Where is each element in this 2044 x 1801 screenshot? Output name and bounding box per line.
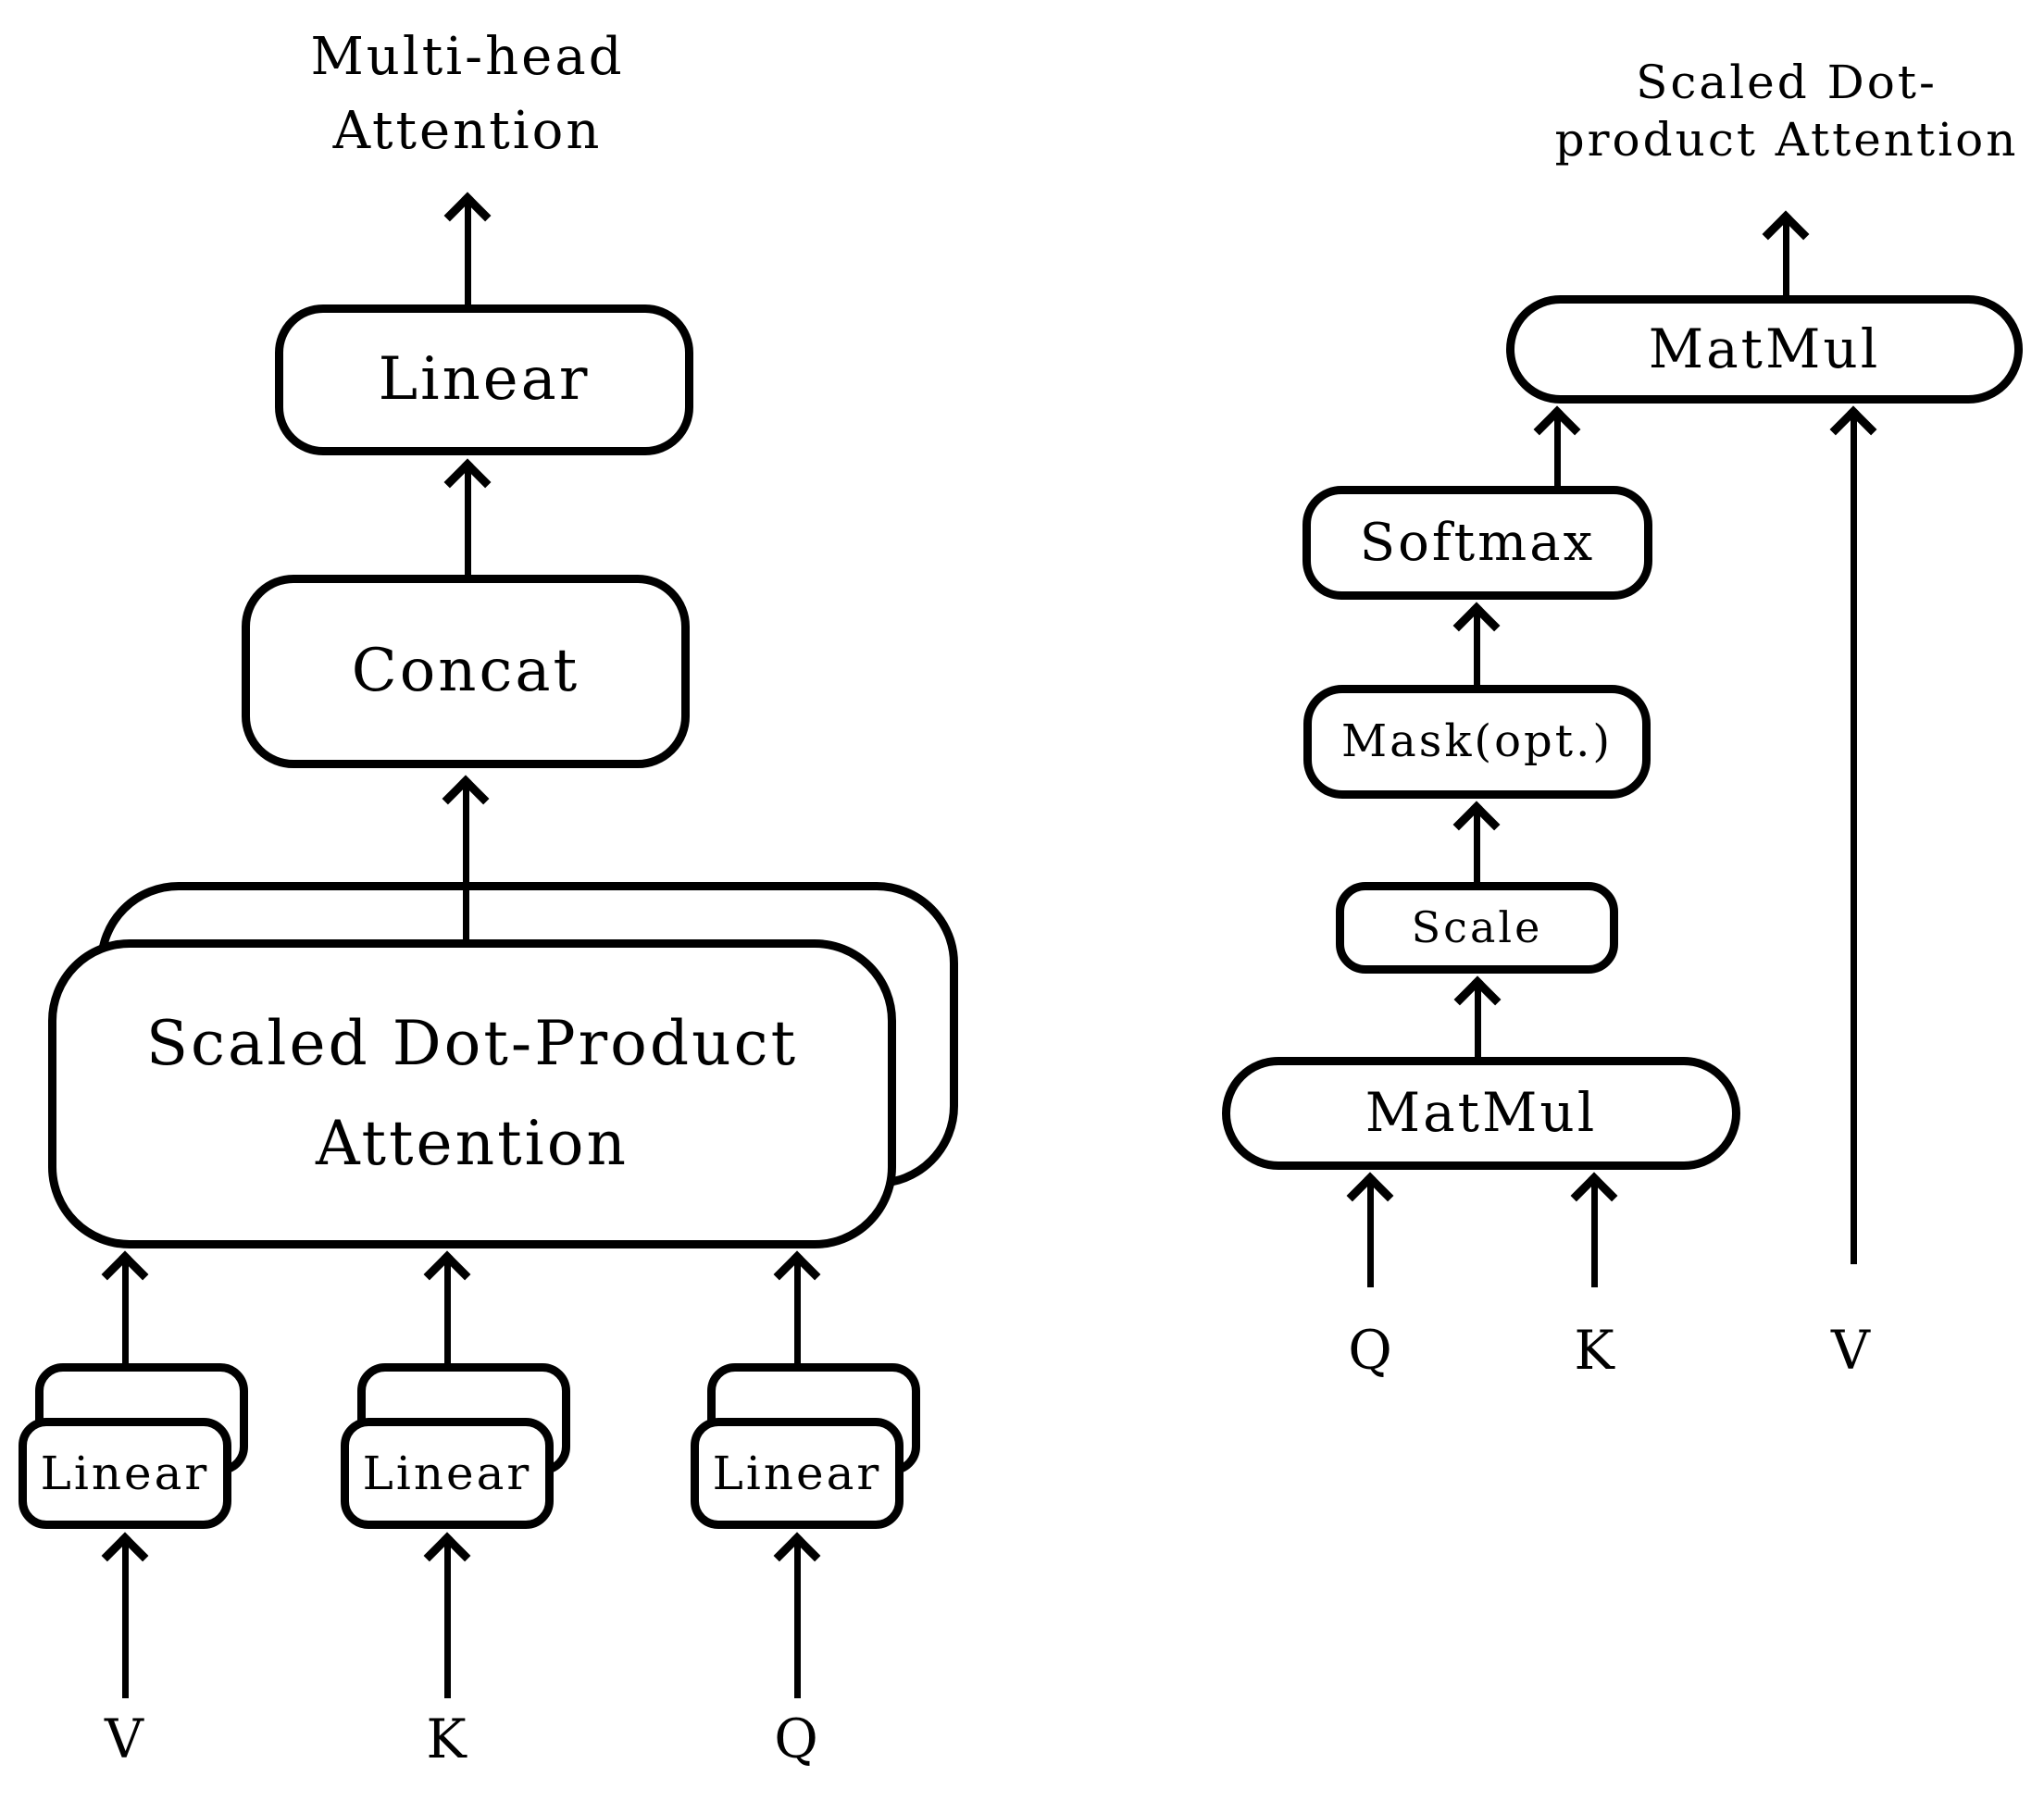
matmul-top-label: MatMul xyxy=(1648,317,1881,380)
mask-box: Mask(opt.) xyxy=(1303,685,1651,799)
k-linear-label: Linear xyxy=(362,1446,532,1500)
k-input-arrowhead xyxy=(423,1532,471,1580)
linear-top-label: Linear xyxy=(378,345,591,415)
softmax-to-matmul-arrowhead xyxy=(1533,405,1581,453)
matmul-top-box: MatMul xyxy=(1506,295,2023,404)
left-input-label-v: V xyxy=(105,1708,145,1770)
sdpa-label-line1: Scaled Dot-Product xyxy=(145,1008,799,1079)
right-input-label-q: Q xyxy=(1348,1319,1394,1382)
v-input-connector xyxy=(122,1536,129,1698)
sdpa-title-line1: Scaled Dot- xyxy=(1636,56,1938,109)
v-bypass-arrowhead xyxy=(1829,405,1877,453)
matmul-bottom-box: MatMul xyxy=(1222,1057,1740,1170)
sdpa-title: Scaled Dot- product Attention xyxy=(1490,54,2044,168)
q-linear-box: Linear xyxy=(691,1418,904,1529)
k-input-connector-right xyxy=(1591,1176,1598,1287)
v-head-arrowhead xyxy=(101,1250,149,1298)
left-output-arrowhead xyxy=(443,192,492,240)
q-input-connector-right xyxy=(1367,1176,1374,1287)
scale-label: Scale xyxy=(1411,902,1543,953)
softmax-label: Softmax xyxy=(1359,512,1596,573)
v-linear-box: Linear xyxy=(19,1418,231,1529)
v-linear-label: Linear xyxy=(40,1446,210,1500)
sdpa-to-concat-connector xyxy=(463,779,469,942)
multi-head-title-line2: Attention xyxy=(332,101,603,161)
linear-top-box: Linear xyxy=(275,304,693,455)
q-input-arrowhead-right xyxy=(1346,1172,1394,1220)
q-input-connector xyxy=(794,1536,801,1698)
sdpa-title-line2: product Attention xyxy=(1554,113,2019,167)
scale-to-mask-arrowhead xyxy=(1452,801,1501,849)
sdpa-front-box: Scaled Dot-Product Attention xyxy=(48,939,896,1248)
softmax-box: Softmax xyxy=(1302,486,1652,600)
k-head-connector xyxy=(444,1255,451,1364)
sdpa-label-line2: Attention xyxy=(316,1108,629,1179)
matmul-to-scale-connector xyxy=(1475,980,1481,1058)
q-head-arrowhead xyxy=(773,1250,821,1298)
concat-to-linear-connector xyxy=(465,463,471,576)
multi-head-attention-title: Multi-head Attention xyxy=(236,20,699,168)
mask-label: Mask(opt.) xyxy=(1340,715,1614,768)
v-input-arrowhead xyxy=(101,1532,149,1580)
q-input-arrowhead xyxy=(773,1532,821,1580)
right-input-label-k: K xyxy=(1574,1319,1616,1382)
matmul-bottom-label: MatMul xyxy=(1365,1081,1598,1145)
right-output-connector xyxy=(1783,215,1789,296)
concat-label: Concat xyxy=(351,637,580,706)
left-input-label-q: Q xyxy=(774,1708,820,1770)
k-input-arrowhead-right xyxy=(1570,1172,1618,1220)
mask-to-softmax-arrowhead xyxy=(1452,602,1501,650)
scale-box: Scale xyxy=(1336,882,1618,974)
scale-to-mask-connector xyxy=(1474,805,1480,883)
mask-to-softmax-connector xyxy=(1474,606,1480,686)
k-linear-box: Linear xyxy=(341,1418,554,1529)
left-output-connector xyxy=(465,196,471,305)
q-head-connector xyxy=(794,1255,801,1364)
matmul-to-scale-arrowhead xyxy=(1453,975,1502,1024)
sdpa-to-concat-arrowhead xyxy=(442,775,490,823)
multi-head-title-line1: Multi-head xyxy=(310,27,625,87)
left-input-label-k: K xyxy=(426,1708,468,1770)
right-output-arrowhead xyxy=(1762,210,1810,258)
concat-box: Concat xyxy=(242,575,690,768)
right-input-label-v: V xyxy=(1831,1319,1872,1382)
q-linear-label: Linear xyxy=(712,1446,882,1500)
k-head-arrowhead xyxy=(423,1250,471,1298)
softmax-to-matmul-connector xyxy=(1554,410,1561,488)
concat-to-linear-arrowhead xyxy=(443,458,492,506)
v-bypass-connector xyxy=(1851,410,1857,1264)
k-input-connector xyxy=(444,1536,451,1698)
v-head-connector xyxy=(122,1255,129,1364)
